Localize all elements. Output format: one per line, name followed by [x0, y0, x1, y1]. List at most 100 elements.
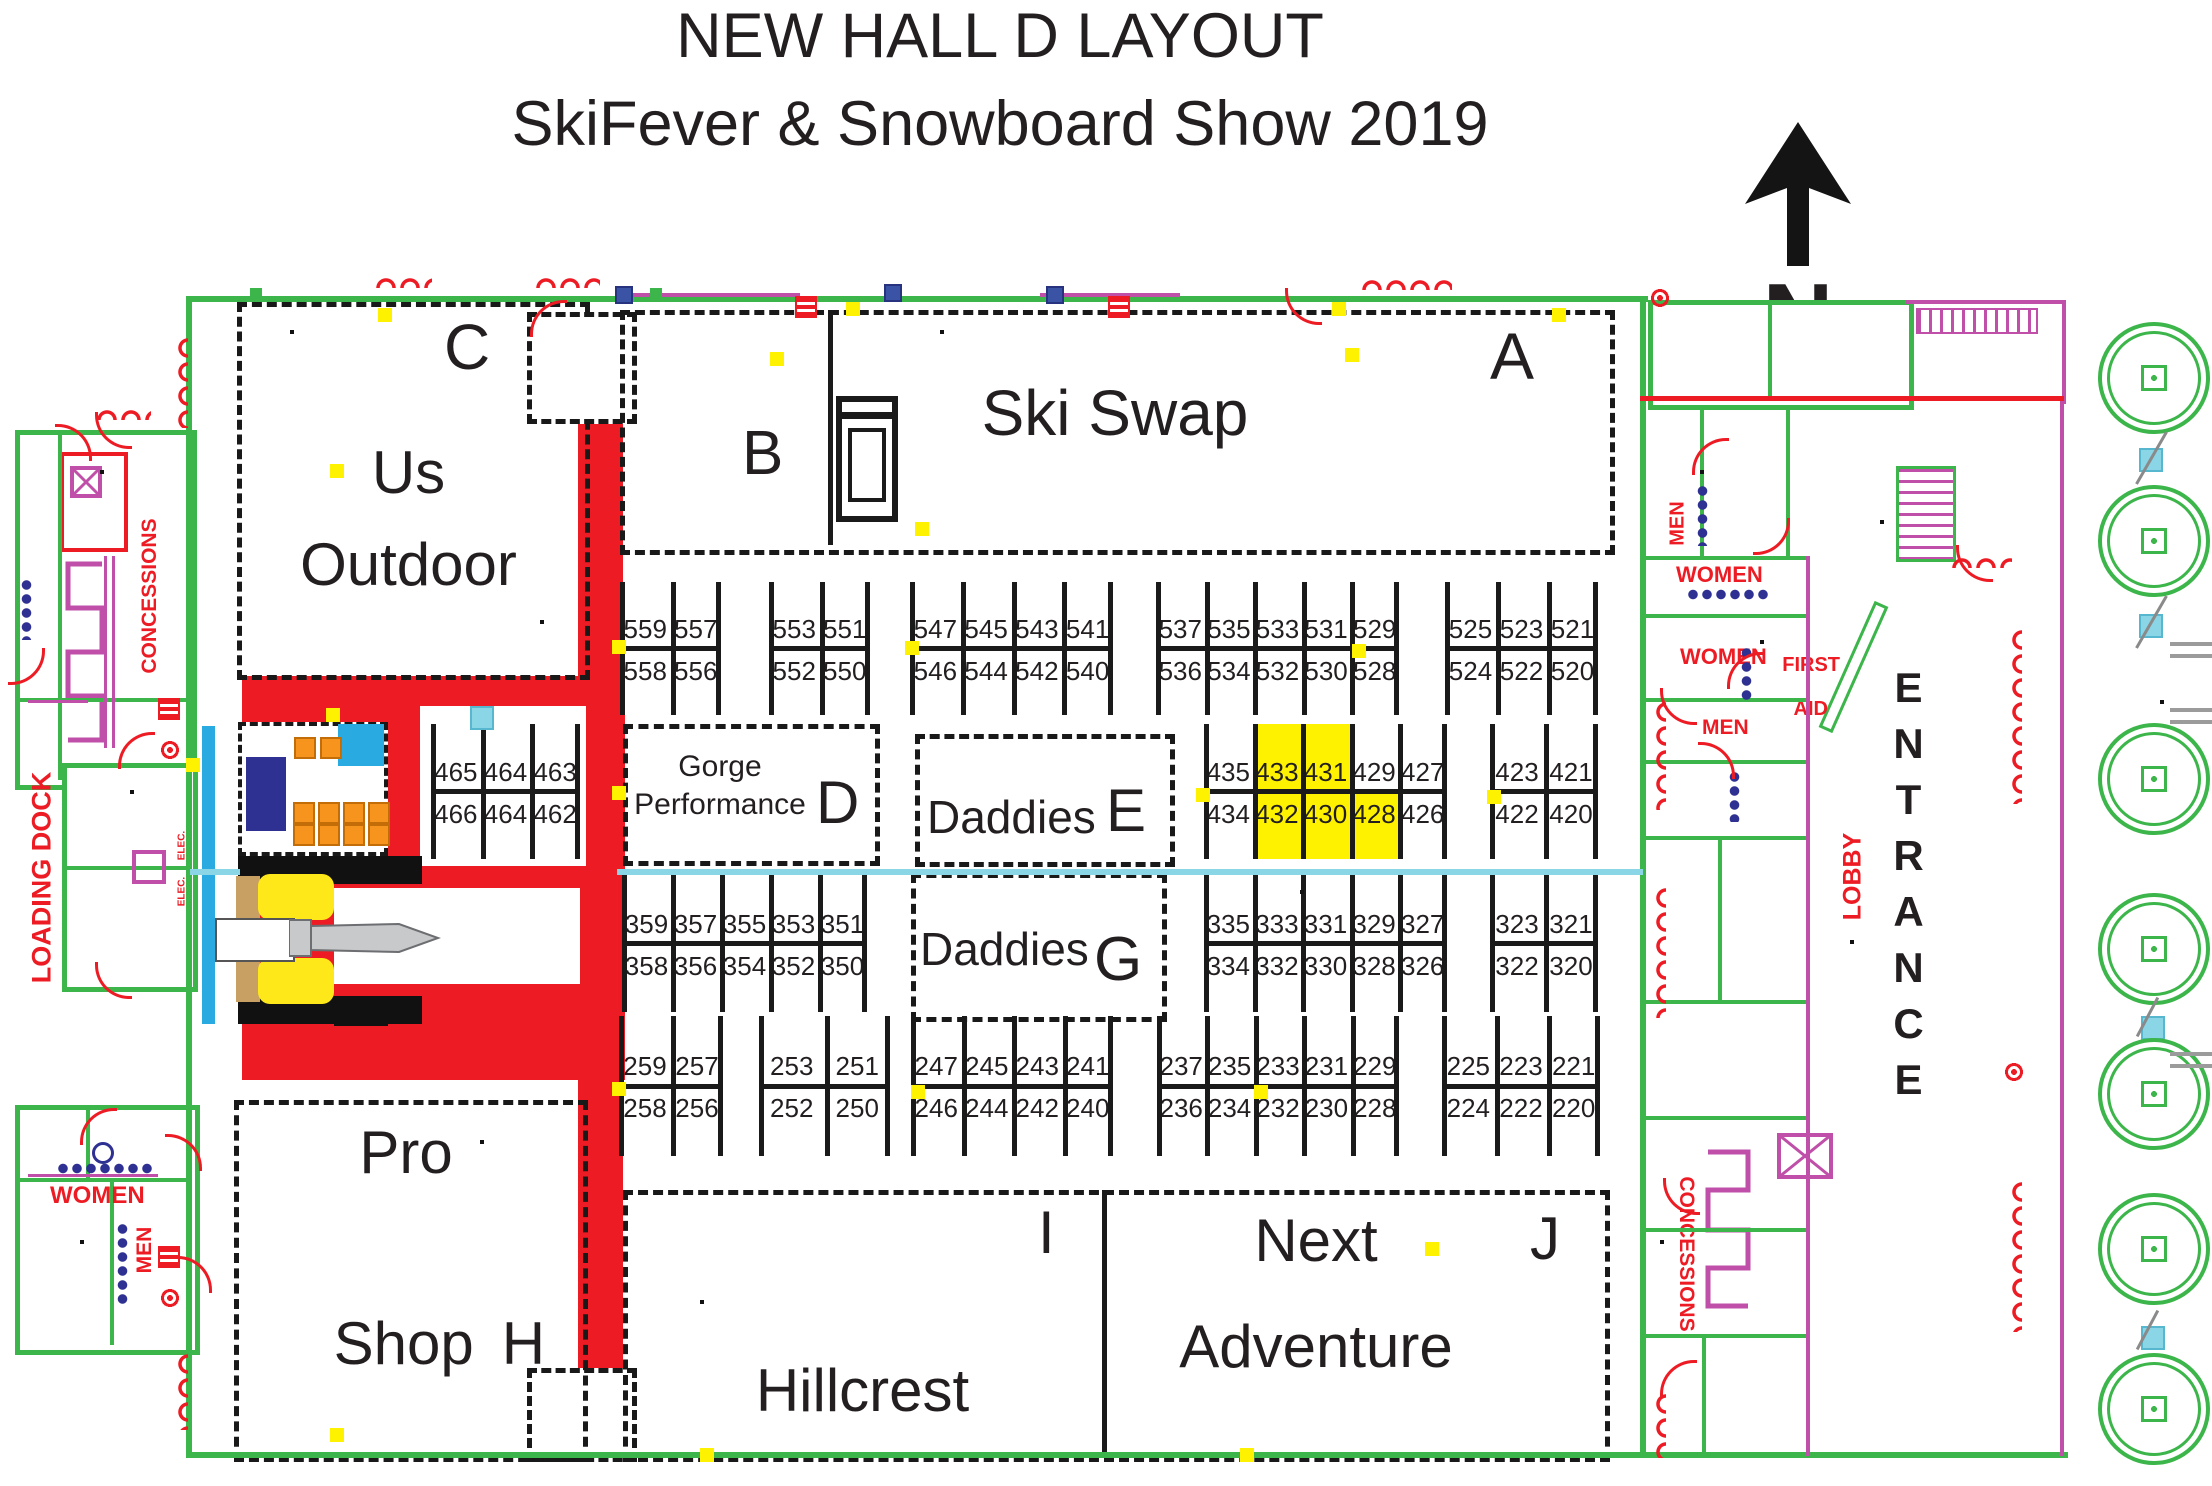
area-ij-box: [623, 1190, 1610, 1462]
booth-433: 433: [1252, 724, 1302, 792]
booth-320: 320: [1549, 950, 1593, 981]
booth-428: 428: [1349, 791, 1399, 859]
booth-midline: [619, 1083, 723, 1089]
pivot-dot: [130, 790, 134, 794]
area-d-name-1: Gorge: [678, 750, 762, 783]
tree-center: [2141, 1236, 2167, 1262]
door-scallop: [534, 268, 600, 288]
booth-359: 359: [624, 908, 669, 939]
area-d-letter: D: [816, 769, 860, 836]
booth-430: 430: [1301, 791, 1350, 859]
door-arc: [1753, 518, 1790, 555]
wall: [1640, 760, 1810, 764]
marker-green: [250, 288, 262, 300]
chair-icon: [294, 737, 316, 759]
booth-midline: [622, 941, 867, 946]
loading-dock-room: [62, 763, 198, 992]
booth-251: 251: [835, 1051, 879, 1081]
booth-466: 466: [434, 798, 478, 829]
booth-331: 331: [1303, 908, 1348, 939]
pivot-dot: [1700, 470, 1704, 474]
booth-531: 531: [1304, 613, 1348, 644]
booth-525: 525: [1448, 613, 1493, 644]
booth-233: 233: [1256, 1051, 1300, 1081]
restroom-bl-wall-v2: [110, 1182, 114, 1345]
area-e-letter: E: [1106, 777, 1147, 844]
booth-midline: [1204, 941, 1447, 946]
tree-icon: [2098, 723, 2210, 835]
road-marking: [2170, 642, 2212, 646]
door-arc: [1956, 545, 1993, 582]
tree-ring: [2107, 331, 2201, 425]
booth-321: 321: [1549, 908, 1593, 939]
area-h-name-1: Pro: [359, 1119, 453, 1186]
wall: [58, 430, 62, 780]
wall: [1640, 1000, 1810, 1004]
booth-553: 553: [772, 613, 816, 644]
men-mid-label: MEN: [1702, 716, 1749, 739]
concessions-left-label: CONCESSIONS: [138, 518, 161, 674]
door-scallop: [1646, 1392, 1666, 1458]
booth-232: 232: [1256, 1093, 1300, 1123]
tree-icon: [2098, 485, 2210, 597]
fire-equipment-icon: [1650, 288, 1670, 308]
tree-icon: [2098, 1038, 2210, 1150]
road-marking: [2170, 654, 2212, 658]
booth-midline: [1490, 789, 1598, 794]
wall-accent: [112, 556, 115, 748]
booth-533: 533: [1255, 613, 1300, 644]
booth-464: 464: [483, 756, 528, 787]
door-scallop: [1646, 700, 1666, 810]
tree-icon: [2098, 893, 2210, 1005]
booth-522: 522: [1499, 655, 1544, 686]
tree-ring: [2107, 1362, 2201, 1456]
booth-524: 524: [1448, 655, 1493, 686]
sink-circle-icon: [92, 1142, 114, 1164]
podium-outer: [836, 396, 898, 522]
stairs-top-icon: [1916, 308, 2038, 334]
chair-icon: [293, 802, 315, 824]
area-ij-divider: [1102, 1190, 1107, 1452]
marker-yellow: [1240, 1448, 1254, 1462]
elevator-x-icon: [70, 466, 102, 498]
wall: [1702, 1334, 1706, 1452]
marker-yellow: [700, 1448, 714, 1462]
booth-535: 535: [1207, 613, 1251, 644]
booth-259: 259: [623, 1051, 667, 1081]
area-i-name: Hillcrest: [755, 1357, 970, 1424]
tree-center: [2141, 1081, 2167, 1107]
chair-icon: [368, 824, 390, 846]
booth-532: 532: [1255, 655, 1300, 686]
lobby-bump-building: [1648, 300, 1914, 410]
door-scallop: [2002, 1180, 2022, 1332]
marker-yellow: [846, 302, 860, 316]
wall: [1640, 614, 1810, 618]
utility-line: [190, 869, 240, 875]
dock-blue-bar: [202, 726, 215, 1024]
booth-234: 234: [1207, 1093, 1252, 1123]
tree-icon: [2098, 1353, 2210, 1465]
wall: [186, 296, 1648, 302]
booth-431: 431: [1301, 724, 1350, 792]
tree-ring: [2107, 1047, 2201, 1141]
booth-243: 243: [1015, 1051, 1059, 1081]
booth-421: 421: [1549, 756, 1593, 787]
tree-ring: [2107, 494, 2201, 588]
fixtures-column: [20, 578, 33, 640]
booth-240: 240: [1066, 1093, 1110, 1123]
forklift-body-top: [258, 874, 334, 920]
fire-equipment-icon: [2004, 1062, 2024, 1082]
pivot-dot: [1850, 940, 1854, 944]
area-h-box: [234, 1100, 588, 1462]
loading-dock-wall: [62, 866, 188, 870]
booth-221: 221: [1551, 1051, 1596, 1081]
door-arc: [1660, 1360, 1697, 1397]
marker-yellow: [905, 641, 919, 655]
chair-icon: [293, 824, 315, 846]
